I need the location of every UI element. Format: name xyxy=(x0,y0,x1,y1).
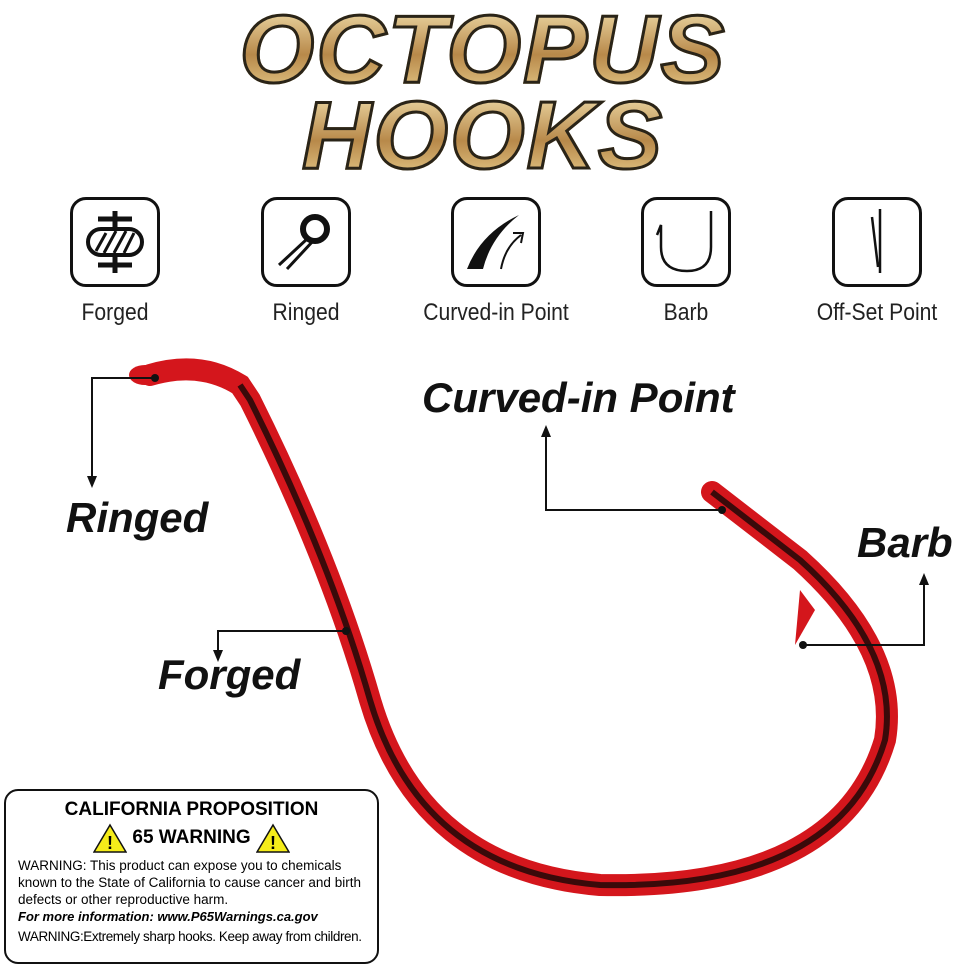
feature-label: Forged xyxy=(81,299,149,326)
warning-info-link: For more information: www.P65Warnings.ca… xyxy=(18,909,318,924)
warning-body: WARNING: This product can expose you to … xyxy=(18,858,361,907)
warning-triangle-icon: ! xyxy=(93,823,128,853)
callout-curved-in-point: Curved-in Point xyxy=(422,374,735,421)
feature-barb: Barb xyxy=(638,197,734,327)
warning-heading-1: CALIFORNIA PROPOSITION xyxy=(64,799,319,820)
svg-text:!: ! xyxy=(270,833,276,853)
title-line-2: HOOKS xyxy=(0,86,966,185)
ringed-eye-icon xyxy=(261,197,351,287)
forged-icon xyxy=(70,197,160,287)
warning-triangle-icon: ! xyxy=(255,823,290,853)
curved-point-icon xyxy=(451,197,541,287)
feature-forged: Forged xyxy=(67,197,163,327)
warning-sharp-hooks: WARNING:Extremely sharp hooks. Keep away… xyxy=(18,929,362,944)
feature-label: Curved-in Point xyxy=(423,299,569,326)
feature-curved-point: Curved-in Point xyxy=(423,197,569,327)
feature-label: Barb xyxy=(663,299,709,326)
callout-forged: Forged xyxy=(158,651,301,698)
offset-point-icon xyxy=(832,197,922,287)
barb-icon xyxy=(641,197,731,287)
svg-text:!: ! xyxy=(107,833,113,853)
feature-offset-point: Off-Set Point xyxy=(817,197,937,327)
prop65-warning-label: CALIFORNIA PROPOSITION ! 65 WARNING ! WA… xyxy=(4,789,379,964)
title-line-1: OCTOPUS xyxy=(0,0,966,99)
feature-ringed: Ringed xyxy=(258,197,354,327)
warning-heading-2: 65 WARNING xyxy=(132,827,251,849)
feature-label: Off-Set Point xyxy=(816,299,938,326)
callout-lines xyxy=(91,377,925,652)
feature-label: Ringed xyxy=(272,299,340,326)
callout-ringed: Ringed xyxy=(66,494,209,541)
callout-barb: Barb xyxy=(857,519,953,566)
